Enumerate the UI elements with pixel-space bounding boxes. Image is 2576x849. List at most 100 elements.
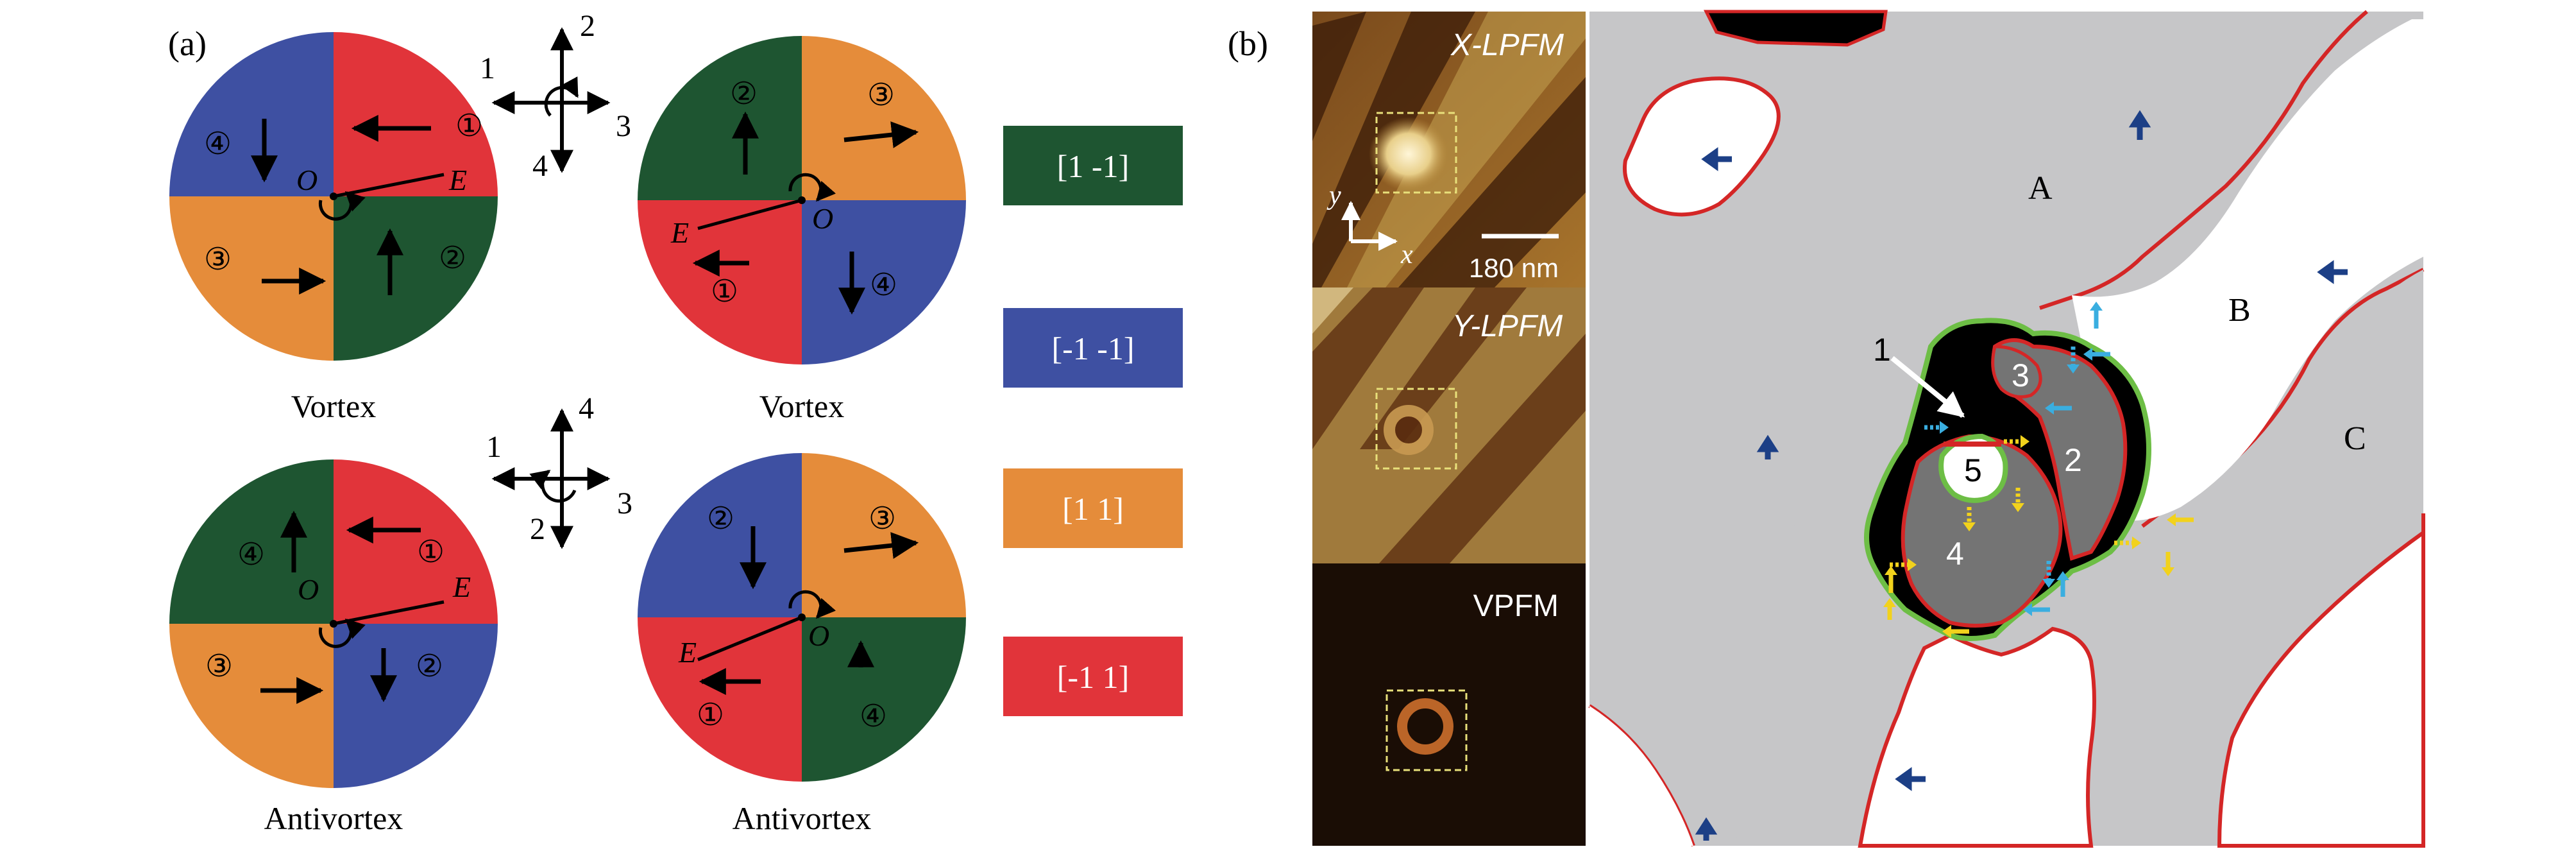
q2-label: ② [730,77,758,111]
circle-vortex-1: ① ② ③ ④ O E [169,32,498,361]
legend: [1 -1] [-1 -1] [1 1] [-1 1] [1003,126,1183,716]
q3-label: ③ [869,502,896,536]
origin-dot [798,613,806,621]
legend-label-4: [-1 1] [1057,659,1129,695]
legend-swatch-green [1003,126,1183,205]
axis-2: 2 [530,512,545,546]
rotation-arrow [788,173,836,202]
white-island [1623,76,1781,217]
axis-4: 4 [532,149,548,183]
circle-vortex-2: ② ③ ④ ① O E [638,36,966,364]
xlpfm-label: X-LPFM [1450,28,1564,62]
origin-dot [798,196,806,204]
axis-3: 3 [617,486,632,520]
caption-vortex-2: Vortex [759,388,844,424]
quadrant-bl [638,617,802,782]
quadrant-tl [169,32,334,196]
legend-swatch-red [1003,637,1183,716]
domain-5 [1938,433,2008,503]
ylpfm-ring [1384,405,1434,455]
axis-4: 4 [579,391,594,425]
vpfm-label: VPFM [1473,589,1559,623]
quadrant-bl [169,196,334,361]
origin-label: O [298,573,319,606]
domain-5-label: 5 [1964,452,1982,488]
e-label: E [678,636,697,669]
legend-label-1: [1 -1] [1057,148,1129,184]
caption-vortex-1: Vortex [291,388,376,424]
xlpfm-roi-box [1375,112,1457,194]
q1-label: ① [417,535,445,569]
domain-1-label: 1 [1873,332,1891,368]
origin-label: O [812,202,833,235]
axis-1: 1 [486,430,502,464]
rotation-arrow [788,590,836,619]
quadrant-tr [334,459,498,624]
xlpfm-bright-spot [1369,117,1448,191]
rotation-arrow [544,76,579,117]
axis-3: 3 [616,109,631,143]
black-region-top [1703,10,1888,47]
pointer-arrow-1 [1890,356,1965,418]
quadrant-tr [802,453,966,617]
axis-cross-top: 1 2 3 4 [480,9,631,183]
legend-label-3: [1 1] [1062,491,1124,527]
panel-a-label: (a) [168,24,207,63]
q2-label: ② [707,502,734,536]
rotation-arrow [318,191,366,221]
caption-antivortex-2: Antivortex [733,800,872,836]
legend-swatch-orange [1003,468,1183,548]
ylpfm-roi-box [1375,388,1457,470]
panel-b-label: (b) [1228,24,1268,63]
region-B [2072,19,2423,521]
q2-label: ② [439,241,466,275]
quadrant-tl [638,36,802,200]
region-B-label: B [2228,292,2251,329]
quadrant-br [802,200,966,364]
q4-label: ④ [860,699,887,733]
white-lower-right [2217,513,2425,848]
legend-swatch-blue [1003,308,1183,388]
quadrant-bl [169,624,334,788]
quadrant-bl [638,200,802,364]
polarization-arrows [1695,110,2348,841]
quadrant-tr [334,32,498,196]
ylpfm-label: Y-LPFM [1452,309,1563,343]
quadrant-tr [802,36,966,200]
pfm-strip: X-LPFM y x 180 nm Y-LPFM VPFM [1312,12,1586,846]
e-label: E [448,164,467,196]
axis-2: 2 [580,9,595,43]
domain-2-label: 2 [2064,442,2082,478]
arrow-q3 [843,532,919,559]
rotation-arrow [318,618,366,648]
origin-label: O [296,164,318,196]
circle-antivortex-1: ① ② ③ ④ O E [169,459,498,788]
q3-label: ③ [204,243,232,277]
origin-dot [330,620,337,628]
wall-arrows [1883,302,2194,638]
q1-label: ① [455,109,483,143]
region-A-label: A [2028,170,2053,207]
domain-3-label: 3 [2012,357,2029,393]
e-field-line [697,198,802,230]
vpfm-image [1312,563,1586,846]
legend-label-2: [-1 -1] [1051,330,1134,366]
quadrant-br [334,624,498,788]
quadrant-br [802,617,966,782]
quadrant-tl [169,459,334,624]
caption-antivortex-1: Antivortex [264,800,403,836]
e-field-line [697,615,802,662]
e-label: E [670,216,689,249]
domain-4-label: 4 [1946,536,1964,572]
domain-3 [1991,345,2042,399]
q1-label: ① [711,275,738,309]
q4-label: ④ [237,538,265,572]
axis-y-label: y [1326,181,1341,210]
q2-label: ② [416,649,443,683]
q4-label: ④ [870,268,897,302]
quadrant-br [334,196,498,361]
arrow-q3 [843,121,919,148]
axis-1: 1 [480,51,495,85]
rotation-arrow [529,470,577,503]
